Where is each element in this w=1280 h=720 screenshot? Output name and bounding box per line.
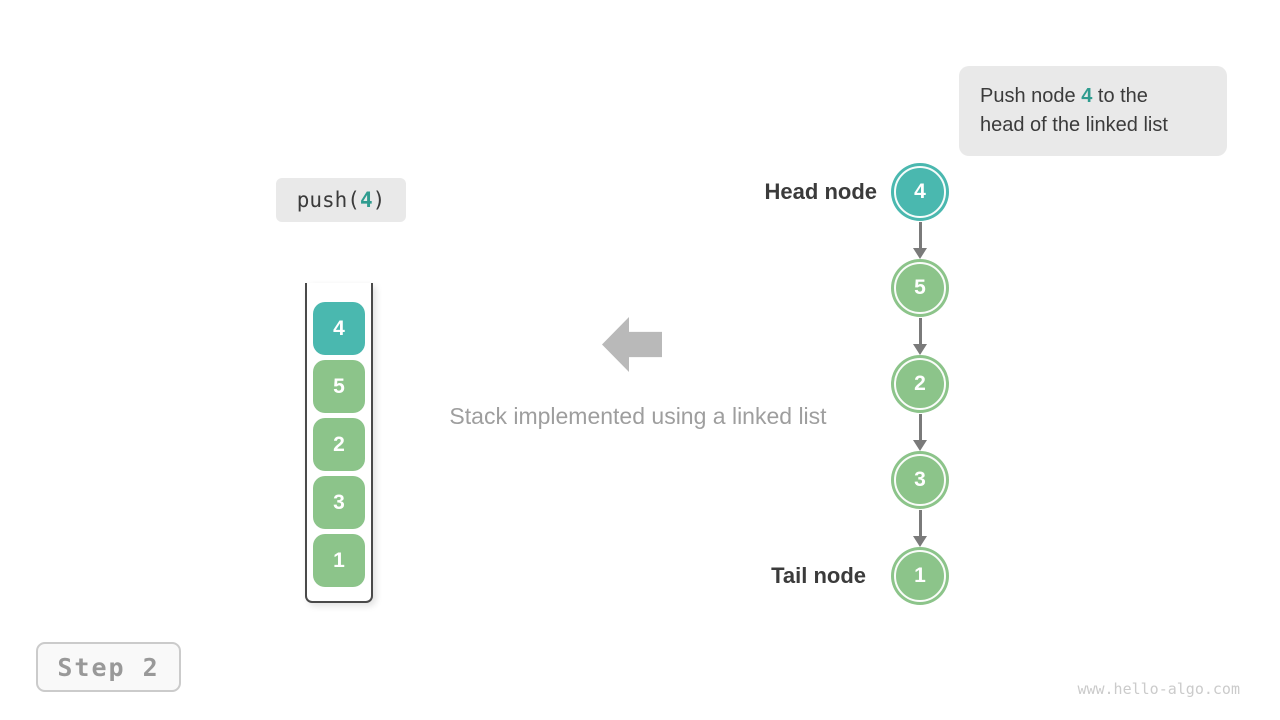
- stack-item-value: 4: [333, 316, 345, 340]
- list-node: 2: [891, 355, 949, 413]
- stack-item: 4: [313, 302, 365, 355]
- callout-line-1: Push node 4 to the: [980, 82, 1209, 111]
- node-value: 1: [914, 564, 926, 587]
- node-value: 3: [914, 468, 926, 491]
- arrow-shaft: [918, 510, 922, 537]
- down-arrow-icon: [913, 414, 927, 451]
- arrow-head: [913, 536, 927, 547]
- operation-suffix: ): [372, 188, 386, 212]
- list-node: 1: [891, 547, 949, 605]
- arrow-shaft: [918, 318, 922, 345]
- watermark: www.hello-algo.com: [1077, 680, 1240, 698]
- down-arrow-icon: [913, 222, 927, 259]
- instruction-callout: Push node 4 to the head of the linked li…: [959, 66, 1227, 156]
- down-arrow-icon: [913, 318, 927, 355]
- arrow-head: [913, 344, 927, 355]
- callout-text: to the: [1092, 85, 1148, 107]
- arrow-head: [913, 248, 927, 259]
- step-label: Step 2: [57, 652, 160, 682]
- stack-item: 2: [313, 418, 365, 471]
- stack-item-value: 2: [333, 432, 345, 456]
- arrow-shaft: [918, 414, 922, 441]
- list-node: 5: [891, 259, 949, 317]
- stack-container: 4 5 2 3 1: [305, 283, 373, 603]
- step-badge: Step 2: [36, 642, 181, 692]
- stack-item: 1: [313, 534, 365, 587]
- callout-text: Push node: [980, 85, 1082, 107]
- stack-item: 3: [313, 476, 365, 529]
- callout-line-2: head of the linked list: [980, 114, 1168, 136]
- left-arrow-icon: [602, 317, 662, 372]
- operation-label: push(4): [276, 178, 406, 222]
- arrow-shaft: [918, 222, 922, 249]
- caption-text: Stack implemented using a linked list: [449, 403, 827, 429]
- callout-highlight-value: 4: [1081, 85, 1093, 107]
- operation-prefix: push(: [296, 188, 360, 212]
- stack-item-value: 3: [333, 490, 345, 514]
- stack-item-value: 5: [333, 374, 345, 398]
- arrow-head: [913, 440, 927, 451]
- node-value: 2: [914, 372, 926, 395]
- list-node: 4: [891, 163, 949, 221]
- node-value: 4: [914, 180, 926, 203]
- down-arrow-icon: [913, 510, 927, 547]
- tail-node-label: Tail node: [771, 563, 866, 588]
- stack-item-value: 1: [333, 548, 345, 572]
- operation-arg: 4: [359, 188, 373, 212]
- list-node: 3: [891, 451, 949, 509]
- head-node-label: Head node: [764, 179, 877, 204]
- node-value: 5: [914, 276, 926, 299]
- stack-item: 5: [313, 360, 365, 413]
